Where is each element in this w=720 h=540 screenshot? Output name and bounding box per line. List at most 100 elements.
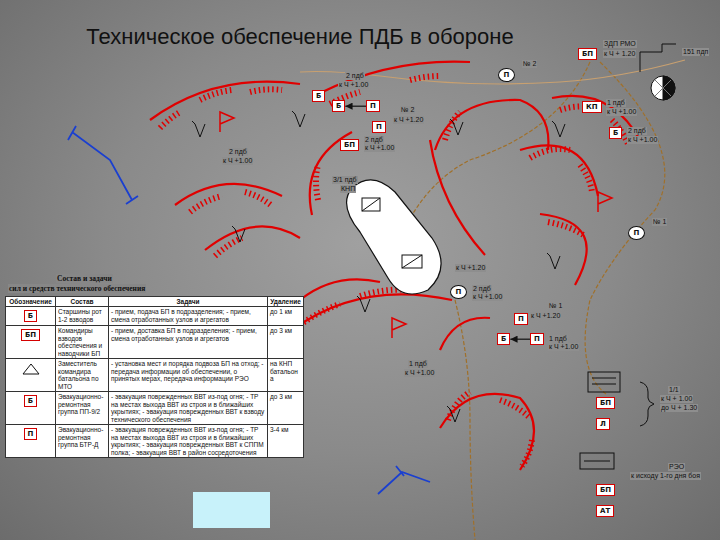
map-annotation: КНП — [340, 185, 356, 193]
map-annotation: к Ч +1.00 — [364, 144, 395, 152]
table-cell-frame — [6, 359, 56, 392]
map-annotation: 2 пдб — [364, 136, 384, 144]
table-cell: на КНП батальона — [270, 360, 301, 382]
unit-circle: П — [628, 226, 645, 240]
vehicle-symbol — [580, 453, 614, 469]
trench — [160, 112, 180, 128]
map-annotation: 2 пдб — [345, 72, 365, 80]
table-cell: - установка мест и порядка подвоза БП на… — [111, 360, 265, 382]
map-annotation: 2 пдб — [627, 127, 647, 135]
table-header: Задачи — [111, 298, 265, 305]
map-annotation: к Ч +1.00 — [627, 136, 658, 144]
table-header: Состав — [58, 298, 106, 305]
node-text: Б — [336, 102, 341, 110]
unit-symbol: АТ — [596, 505, 614, 517]
tasks-table: ОбозначениеСоставЗадачиУдалениеСтаршины … — [5, 296, 304, 458]
position-arc — [440, 318, 490, 350]
table-cell: Командиры взводов обеспечения и наводчик… — [58, 327, 106, 357]
map-annotation: к Ч +1.00 — [222, 157, 253, 165]
table-cell-frame: Заместитель командира батальона по МТО — [56, 359, 109, 392]
table-cell-frame: Эвакуационно-ремонтная группа ПП-9/2 — [56, 392, 109, 425]
table-row: ОбозначениеСостав ЗадачиУдаление — [6, 297, 304, 307]
table-caption: сил и средств технического обеспечения — [8, 284, 146, 293]
table-cell: Эвакуационно-ремонтная группа ПП-9/2 — [58, 393, 106, 415]
table-cell: до 3 км — [270, 393, 301, 400]
table-cell: 3-4 км — [270, 426, 301, 433]
trench — [316, 165, 318, 200]
table-cell-frame: - эвакуация поврежденных ВВТ из-под огня… — [109, 425, 268, 458]
node-text: Б — [28, 312, 33, 320]
trench — [190, 196, 222, 212]
map-annotation: 2 пдб — [228, 148, 248, 156]
weapon-symbol — [232, 226, 245, 242]
node-text: Б — [28, 397, 33, 405]
vehicle-lines — [592, 378, 616, 384]
map-annotation: 2 пдб — [472, 285, 492, 293]
table-row: Эвакуационно-ремонтная группа ПП-9/2- эв… — [6, 392, 304, 425]
weapon-symbol — [447, 406, 460, 422]
node-text: БП — [344, 141, 355, 149]
flag — [220, 112, 234, 132]
table-cell-frame: Задачи — [109, 297, 268, 307]
table-symbol: БП — [21, 329, 40, 341]
table-cell-frame: Эвакуационно-ремонтная группа БТР-Д — [56, 425, 109, 458]
table-cell-frame: 3-4 км — [268, 425, 304, 458]
flag — [392, 318, 406, 338]
unit-symbol: П — [366, 100, 380, 112]
unit-circle: П — [498, 68, 515, 82]
flags — [220, 112, 612, 338]
unit-symbol: Б — [497, 333, 510, 345]
supply-route — [395, 62, 590, 250]
map-annotation: № 2 — [522, 60, 537, 68]
page-title: Техническое обеспечение ПДБ в обороне — [60, 24, 540, 50]
table-row: Старшины рот 1-2 взводов- прием, подача … — [6, 307, 304, 326]
trench — [448, 392, 470, 420]
map-annotation: 3/1 пдб — [332, 176, 358, 184]
table-cell: Старшины рот 1-2 взводов — [58, 308, 106, 323]
post-box — [402, 255, 422, 268]
unit-circle-symbol — [651, 76, 675, 100]
supply-routes — [395, 62, 665, 540]
unit-symbol: БП — [596, 484, 615, 496]
weapon-symbol — [450, 119, 463, 135]
post-hatch — [402, 255, 422, 268]
table-row: Командиры взводов обеспечения и наводчик… — [6, 326, 304, 359]
brace — [640, 382, 654, 426]
map-annotation: к Ч +1.20 — [393, 116, 424, 124]
position-arc — [540, 214, 587, 285]
weapon-symbol — [552, 121, 565, 137]
trench — [245, 192, 272, 206]
unit-symbol: П — [530, 333, 544, 345]
table-cell-frame: до 1 км — [268, 307, 304, 326]
unit-symbol: БП — [578, 48, 597, 60]
node-text: БП — [600, 486, 611, 494]
table-cell: Заместитель командира батальона по МТО — [58, 360, 106, 390]
map-annotation: № 1 — [652, 218, 667, 226]
flag — [598, 192, 612, 212]
position-arc — [318, 62, 470, 94]
map-annotation: ЗДП РМО — [603, 40, 637, 48]
table-cell: - эвакуация поврежденных ВВТ из-под огня… — [111, 426, 265, 456]
table-caption: Состав и задачи — [56, 274, 113, 283]
defence-area — [347, 180, 442, 294]
map-annotation: № 2 — [400, 106, 415, 114]
node-text: П — [456, 288, 462, 296]
node-text: Б — [613, 129, 618, 137]
post-box — [362, 198, 380, 211]
map-annotation: 1 пдб — [548, 335, 568, 343]
trench — [300, 304, 340, 325]
regiment-post — [640, 44, 676, 72]
node-text: П — [376, 123, 382, 131]
table-cell-frame: Обозначение — [6, 297, 56, 307]
node-text: БП — [600, 399, 611, 407]
table-cell: - эвакуация поврежденных ВВТ из-под огня… — [111, 393, 265, 423]
connector-arrow — [345, 106, 366, 107]
trench — [500, 400, 530, 418]
unit-symbol: Б — [609, 127, 622, 139]
position-arc — [430, 140, 485, 255]
table-cell-frame: Удаление — [268, 297, 304, 307]
node-text: Б — [316, 92, 321, 100]
position-arc — [205, 226, 300, 250]
unit-symbol: БП — [596, 397, 615, 409]
map-annotation: 1/1 — [668, 386, 680, 394]
